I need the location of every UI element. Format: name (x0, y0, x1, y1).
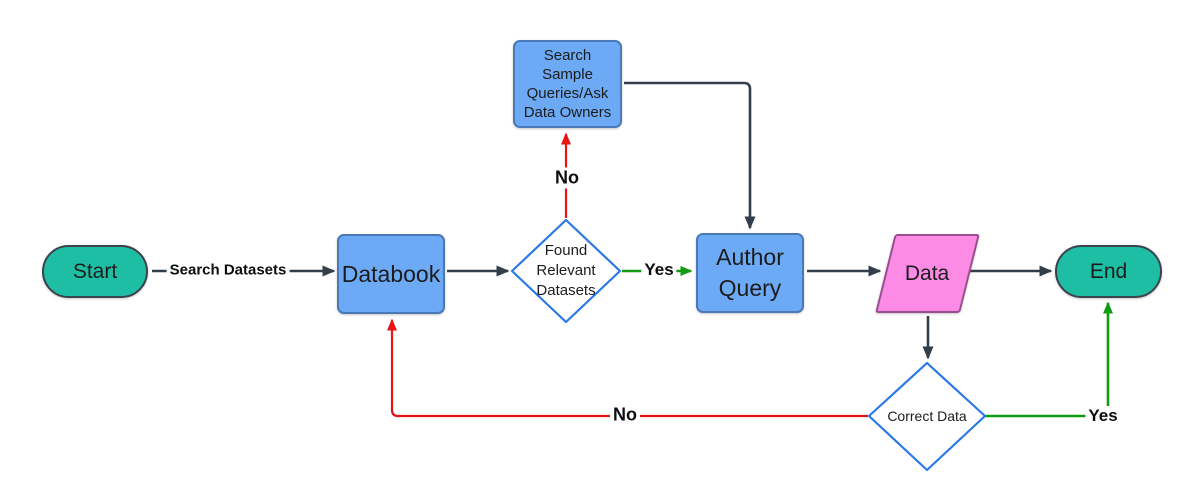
author-query-line: Query (718, 275, 782, 301)
found-label-line: Datasets (536, 282, 596, 299)
data-label: Data (905, 261, 950, 285)
node-search-sample-line: Data Owners (523, 104, 612, 121)
node-end: End (1055, 245, 1162, 298)
author-query-line: Author (716, 244, 784, 270)
node-start: Start (42, 245, 148, 298)
found-label-line: Found (544, 242, 588, 259)
edge-label-found-no: No (552, 167, 582, 189)
node-search-sample-line: Queries/Ask (526, 85, 609, 102)
edge-label-found-yes: Yes (641, 260, 677, 280)
found-relevant-datasets-label: Found Relevant Datasets (511, 240, 621, 302)
correct-data-label: Correct Data (887, 408, 967, 424)
edge-label-correct-no: No (610, 404, 640, 426)
edge-correct-no-to-databook (387, 318, 868, 418)
node-databook: Databook (337, 234, 445, 314)
found-relevant-datasets-diamond (510, 218, 622, 324)
edge-search-sample-to-author-query (624, 81, 756, 230)
found-label-line: Relevant (536, 262, 596, 279)
node-search-sample-queries: Search Sample Queries/Ask Data Owners (513, 40, 622, 128)
node-search-sample-line: Sample (542, 66, 593, 83)
edge-label-search-datasets: Search Datasets (166, 261, 290, 279)
node-author-query: Author Query (696, 233, 804, 313)
node-search-sample-line: Search (543, 47, 592, 64)
correct-data-diamond (867, 361, 987, 472)
edge-label-correct-yes: Yes (1085, 406, 1121, 426)
edge-correct-yes-to-end (985, 301, 1113, 418)
